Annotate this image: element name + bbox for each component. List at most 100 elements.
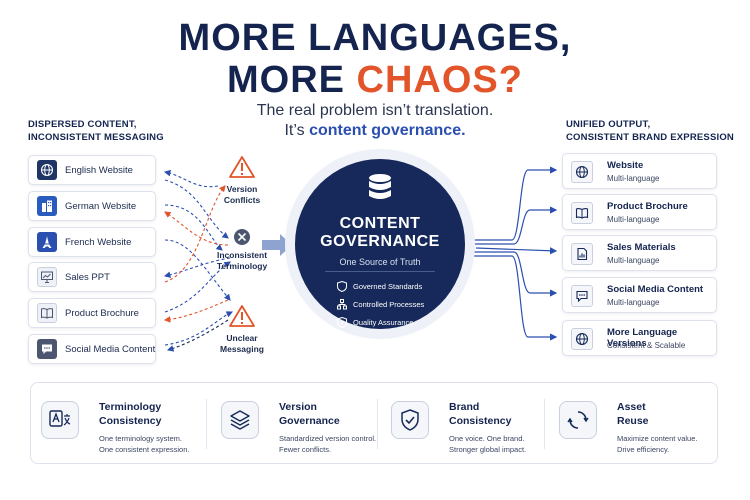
output-card-more-language-versions: More Language Versions Consistent & Scal…	[562, 320, 717, 356]
subtitle-line2: It’s content governance.	[0, 122, 750, 140]
benefit-desc-line2: Drive efficiency.	[617, 445, 670, 454]
book-icon	[571, 202, 593, 224]
right-column-heading: UNIFIED OUTPUT, CONSISTENT BRAND EXPRESS…	[566, 118, 734, 144]
benefit-desc-line1: One voice. One brand.	[449, 434, 525, 443]
benefit-desc-line2: One consistent expression.	[99, 445, 190, 454]
title-prefix: MORE	[226, 59, 357, 101]
benefit-title-line2: Consistency	[449, 415, 512, 427]
issue-version-conflicts: Version Conflicts	[218, 184, 266, 206]
right-heading-line2: CONSISTENT BRAND EXPRESSION	[566, 132, 734, 143]
output-desc: Multi-language	[607, 215, 660, 224]
benefit-desc-line2: Stronger global impact.	[449, 445, 527, 454]
right-heading-line1: UNIFIED OUTPUT,	[566, 119, 651, 130]
issue-unclear-messaging: Unclear Messaging	[216, 333, 268, 355]
shield-icon	[337, 281, 347, 292]
output-desc: Consistent & Scalable	[607, 341, 686, 350]
benefit-title-line1: Terminology	[99, 401, 162, 413]
benefit-title-line2: Reuse	[617, 415, 649, 427]
hub-title-line2: GOVERNANCE	[320, 233, 440, 250]
hub-title: CONTENT GOVERNANCE	[295, 215, 465, 251]
source-card-english-website: English Website	[28, 155, 156, 185]
chat-icon	[571, 285, 593, 307]
source-label: Sales PPT	[65, 271, 110, 283]
source-card-sales-ppt: Sales PPT	[28, 262, 156, 292]
benefit-desc-line2: Fewer conflicts.	[279, 445, 332, 454]
source-label: English Website	[65, 164, 133, 176]
benefit-desc-line1: Standardized version control.	[279, 434, 377, 443]
hub-feature-label: Governed Standards	[353, 282, 423, 291]
x-circle-icon-terminology	[234, 229, 250, 245]
output-title: Product Brochure	[607, 201, 688, 212]
hub-feature-controlled-processes: Controlled Processes	[337, 299, 424, 310]
benefit-desc-line1: One terminology system.	[99, 434, 182, 443]
hub-title-line1: CONTENT	[339, 215, 421, 232]
hub-feature-label: Quality Assurance	[353, 318, 414, 327]
issue-terminology-line2: Terminology	[216, 261, 268, 271]
into-hub-arrow	[262, 234, 292, 256]
subtitle-highlight: content governance.	[309, 122, 466, 139]
content-governance-hub: CONTENT GOVERNANCE One Source of Truth G…	[295, 159, 465, 329]
eiffel-tower-icon	[37, 232, 57, 252]
source-card-german-website: German Website	[28, 191, 156, 221]
issue-inconsistent-terminology: Inconsistent Terminology	[212, 250, 272, 272]
source-label: Product Brochure	[65, 307, 139, 319]
title-accent: CHAOS?	[356, 59, 523, 101]
source-card-french-website: French Website	[28, 227, 156, 257]
output-card-website: Website Multi-language	[562, 153, 717, 189]
left-heading-line2: INCONSISTENT MESSAGING	[28, 132, 164, 143]
benefit-title-line1: Version	[279, 401, 317, 413]
benefit-title-line2: Consistency	[99, 415, 162, 427]
warning-icon-messaging	[229, 305, 255, 327]
issue-terminology-line1: Inconsistent	[216, 250, 268, 260]
hub-divider	[325, 271, 435, 272]
document-chart-icon	[571, 243, 593, 265]
recycle-icon	[559, 401, 597, 439]
issue-version-line2: Conflicts	[223, 195, 261, 205]
globe-icon	[571, 161, 593, 183]
building-icon	[37, 196, 57, 216]
benefit-desc: Maximize content value.Drive efficiency.	[617, 433, 697, 455]
source-label: German Website	[65, 200, 137, 212]
left-column-heading: DISPERSED CONTENT, INCONSISTENT MESSAGIN…	[28, 118, 164, 144]
benefit-desc: One voice. One brand. Stronger global imp…	[449, 433, 526, 455]
output-card-sales-materials: Sales Materials Multi-language	[562, 235, 717, 271]
benefit-separator	[206, 399, 207, 449]
output-title: Website	[607, 160, 644, 171]
output-desc: Multi-language	[607, 256, 660, 265]
subtitle-line1: The real problem isn’t translation.	[256, 102, 494, 119]
shield-check-icon	[337, 317, 347, 328]
benefit-title-line1: Brand	[449, 401, 480, 413]
warning-icon-version	[229, 156, 255, 178]
book-icon	[37, 303, 57, 323]
source-card-product-brochure: Product Brochure	[28, 298, 156, 328]
page-title-line1: MORE LANGUAGES,	[178, 17, 572, 59]
output-title: Social Media Content	[607, 284, 704, 295]
benefit-separator	[377, 399, 378, 449]
hub-feature-quality-assurance: Quality Assurance	[337, 317, 413, 328]
benefit-desc: Standardized version control. Fewer confl…	[279, 433, 376, 455]
benefit-title-line2: Governance	[279, 415, 340, 427]
page-title-line2: MORE CHAOS?	[0, 60, 750, 100]
output-desc: Multi-language	[607, 298, 660, 307]
source-label: French Website	[65, 236, 132, 248]
source-label: Social Media Content	[65, 343, 156, 355]
output-desc: Multi-language	[607, 174, 660, 183]
source-card-social-media: Social Media Content	[28, 334, 156, 364]
shield-check-icon	[391, 401, 429, 439]
left-heading-line1: DISPERSED CONTENT,	[28, 119, 137, 130]
output-title: More Language Versions	[607, 327, 678, 349]
hub-tagline: One Source of Truth	[339, 257, 421, 267]
translate-icon	[41, 401, 79, 439]
subtitle-prefix: It’s	[284, 122, 310, 139]
chat-icon	[37, 339, 57, 359]
